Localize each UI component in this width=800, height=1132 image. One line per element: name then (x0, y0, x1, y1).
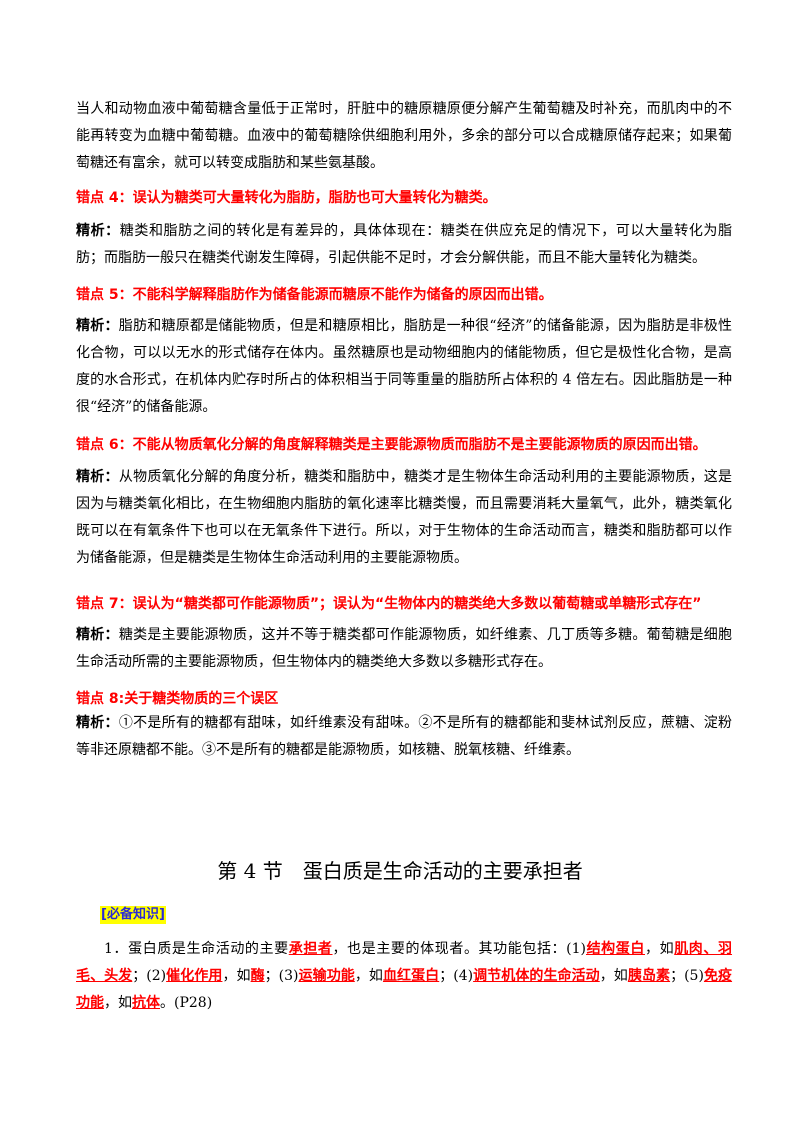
error-5-analysis: 精析：脂肪和糖原都是储能物质，但是和糖原相比，脂肪是一种很“经济”的储备能源，因… (76, 313, 732, 421)
section-title: 第 4 节 蛋白质是生命活动的主要承担者 (217, 859, 583, 883)
answer-blank: 肌肉、羽毛、头发 (76, 941, 733, 984)
error-7-analysis: 精析：糖类是主要能源物质，这并不等于糖类都可作能源物质，如纤维素、几丁质等多糖。… (76, 622, 732, 676)
analysis-label: 精析： (76, 469, 119, 485)
answer-blank: 抗体 (132, 995, 160, 1011)
knowledge-tag: [必备知识] (100, 906, 166, 924)
text-run: ，如 (222, 968, 251, 984)
text-run: ，如 (104, 995, 132, 1011)
intro-paragraph: 当人和动物血液中葡萄糖含量低于正常时，肝脏中的糖原糖原便分解产生葡萄糖及时补充，… (76, 101, 732, 171)
analysis-label: 精析： (76, 223, 120, 239)
text-run: ；(2) (132, 968, 167, 984)
answer-blank: 调节机体的生命活动 (473, 968, 600, 984)
analysis-text: 糖类和脂肪之间的转化是有差异的，具体体现在：糖类在供应充足的情况下，可以大量转化… (76, 223, 733, 266)
answer-blank: 承担者 (288, 941, 333, 957)
answer-blank: 催化作用 (166, 968, 223, 984)
error-8-analysis: 精析：①不是所有的糖都有甜味，如纤维素没有甜味。②不是所有的糖都能和斐林试剂反应… (76, 710, 732, 764)
analysis-label: 精析： (76, 715, 119, 731)
error-4-title: 错点 4：误认为糖类可大量转化为脂肪，脂肪也可大量转化为糖类。 (76, 190, 497, 206)
answer-blank: 免疫功能 (76, 968, 733, 1011)
error-4-analysis: 精析：糖类和脂肪之间的转化是有差异的，具体体现在：糖类在供应充足的情况下，可以大… (76, 218, 732, 272)
text-run: ；(5) (670, 968, 704, 984)
analysis-label: 精析： (76, 627, 119, 643)
analysis-text: 从物质氧化分解的角度分析，糖类和脂肪中，糖类才是生物体生命活动利用的主要能源物质… (76, 469, 733, 566)
error-8-title: 错点 8:关于糖类物质的三个误区 (76, 691, 279, 707)
protein-function-paragraph: 1．蛋白质是生命活动的主要承担者，也是主要的体现者。其功能包括：(1)结构蛋白，… (76, 936, 732, 1017)
error-6-analysis: 精析：从物质氧化分解的角度分析，糖类和脂肪中，糖类才是生物体生命活动利用的主要能… (76, 464, 732, 572)
error-7-title: 错点 7：误认为“糖类都可作能源物质”；误认为“生物体内的糖类绝大多数以葡萄糖或… (76, 596, 702, 612)
analysis-text: ①不是所有的糖都有甜味，如纤维素没有甜味。②不是所有的糖都能和斐林试剂反应，蔗糖… (76, 715, 733, 758)
error-5-title: 错点 5：不能科学解释脂肪作为储备能源而糖原不能作为储备的原因而出错。 (76, 287, 553, 303)
analysis-label: 精析： (76, 318, 119, 334)
answer-blank: 酶 (250, 968, 265, 984)
text-run: ，如 (599, 968, 628, 984)
analysis-text: 脂肪和糖原都是储能物质，但是和糖原相比，脂肪是一种很“经济”的储备能源，因为脂肪… (76, 318, 733, 415)
text-run: ，如 (645, 941, 675, 957)
error-6-title: 错点 6：不能从物质氧化分解的角度解释糖类是主要能源物质而脂肪不是主要能源物质的… (76, 437, 707, 453)
text-run: ；(3) (264, 968, 299, 984)
text-run: ，如 (354, 968, 383, 984)
answer-blank: 血红蛋白 (382, 968, 440, 984)
text-run: 。(P28) (160, 995, 213, 1011)
answer-blank: 结构蛋白 (585, 941, 645, 957)
answer-blank: 胰岛素 (627, 968, 671, 984)
text-run: ；(4) (439, 968, 474, 984)
text-run: ，也是主要的体现者。其功能包括：(1) (332, 941, 586, 957)
text-run: 1．蛋白质是生命活动的主要 (104, 941, 289, 957)
answer-blank: 运输功能 (298, 968, 355, 984)
analysis-text: 糖类是主要能源物质，这并不等于糖类都可作能源物质，如纤维素、几丁质等多糖。葡萄糖… (76, 627, 733, 670)
